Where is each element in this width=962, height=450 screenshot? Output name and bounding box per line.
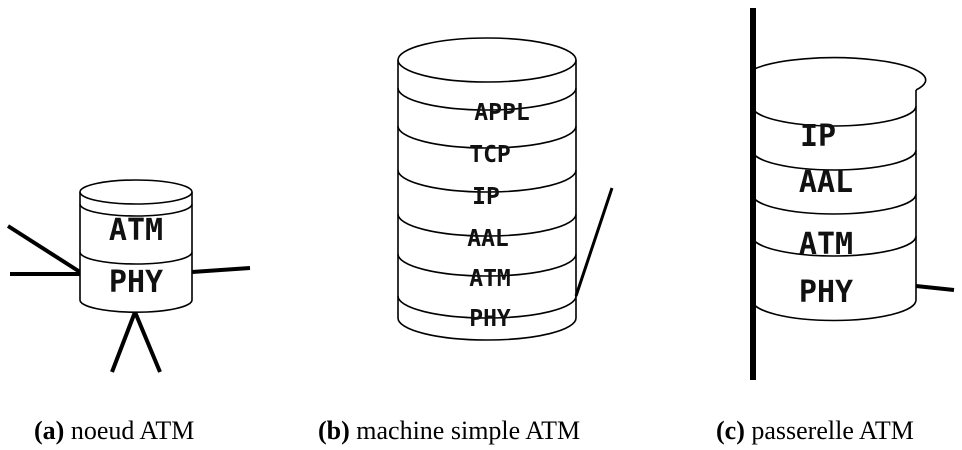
link-line <box>6 224 82 274</box>
link-line <box>110 311 137 373</box>
caption-tag: (a) <box>34 416 65 445</box>
link-line <box>915 284 955 292</box>
stack-a: ATM PHY <box>6 179 251 373</box>
layer-label: APPL <box>474 100 529 126</box>
caption-a: (a) noeud ATM <box>34 416 194 446</box>
stack-c: IP AAL ATM PHY <box>750 8 955 380</box>
caption-c: (c) passerelle ATM <box>716 416 914 446</box>
link-line <box>574 187 614 297</box>
layer-label: ATM <box>469 266 511 292</box>
layer-label: IP <box>800 119 836 154</box>
caption-tag: (c) <box>716 416 745 445</box>
layer-label: PHY <box>109 265 163 300</box>
layer-label: PHY <box>799 275 853 310</box>
caption-text: passerelle ATM <box>751 416 914 445</box>
caption-text: machine simple ATM <box>356 416 581 445</box>
link-line <box>133 311 162 373</box>
caption-tag: (b) <box>318 416 350 445</box>
layer-label: TCP <box>469 142 511 168</box>
layer-label: AAL <box>799 165 853 200</box>
layer-label: PHY <box>469 306 511 332</box>
layer-label: ATM <box>109 213 163 248</box>
caption-text: noeud ATM <box>70 416 195 445</box>
layer-label: IP <box>472 184 500 210</box>
layer-label: AAL <box>467 226 509 252</box>
caption-b: (b) machine simple ATM <box>318 416 580 446</box>
stack-b: APPL TCP IP AAL ATM PHY <box>397 37 614 341</box>
layer-label: ATM <box>799 227 853 262</box>
link-line <box>191 266 251 274</box>
